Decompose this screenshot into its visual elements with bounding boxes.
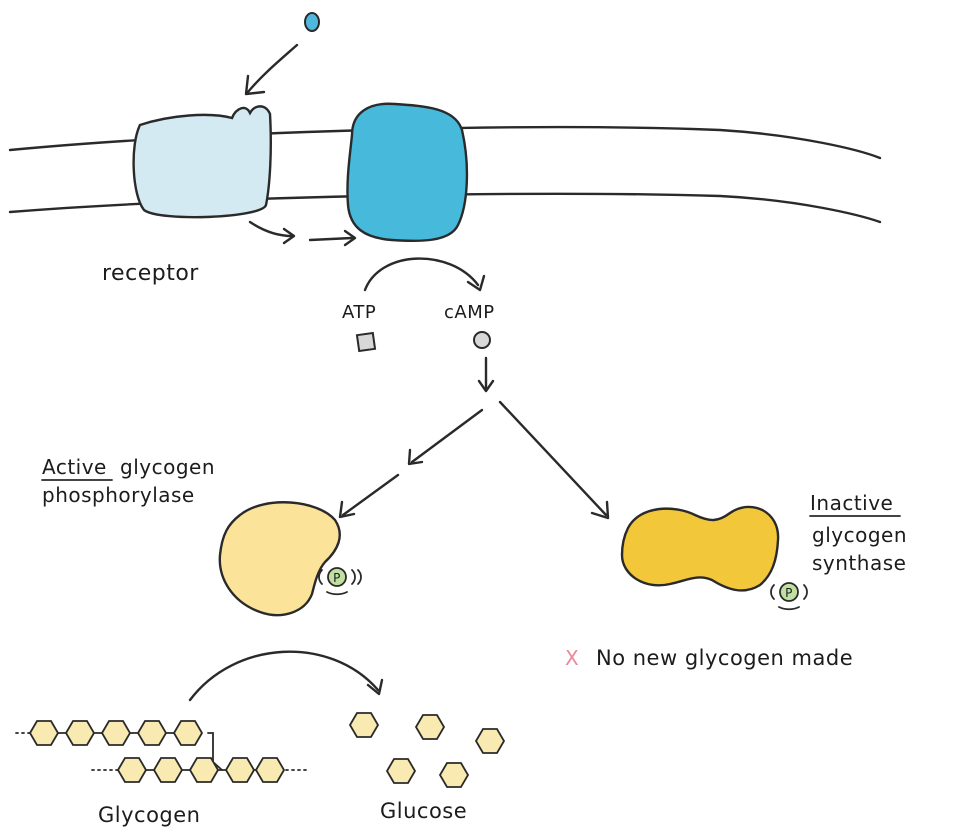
receptor-label: receptor [102,261,199,286]
branch-left-arrowhead-2 [338,500,356,519]
inactive-line2-label: glycogen [812,523,907,547]
glucose-hexagon [348,712,380,738]
cyclase-enzyme-shape [346,102,469,243]
glycogen-hexagon [28,720,60,746]
glycogen-hexagon [172,720,204,746]
glucose-hexagon [385,758,417,784]
glycogen-label: Glycogen [98,803,201,827]
svg-text:P: P [785,586,793,600]
glycogen-hexagon [100,720,132,746]
receptor-shape [132,105,272,219]
inactive-word-label: Inactive [810,491,893,515]
breakdown-curve-arrow [188,650,380,702]
glucose-hexagon [474,728,506,754]
glucose-hexagon [414,714,446,740]
phosphorylase-enzyme-shape [218,501,341,617]
cross-mark-icon: X [565,646,579,670]
inactive-line3-label: synthase [812,551,906,575]
synthase-enzyme-shape [620,505,780,592]
atp-square-icon [355,331,377,353]
breakdown-arrowhead [366,678,384,696]
glucose-molecules [348,712,506,788]
glycogen-hexagon [136,720,168,746]
branch-left-arrow-2 [341,473,400,517]
phosphate-right-icon: P [770,582,808,611]
activation-arrow-1 [248,220,294,238]
atp-label: ATP [342,302,376,323]
activation-arrow-2 [308,236,354,242]
no-new-glycogen-label: No new glycogen made [596,646,853,670]
glycogen-hexagon [64,720,96,746]
glycogen-hexagon [152,757,184,783]
ligand-dot [304,12,320,32]
conversion-arrowhead [466,274,486,292]
phosphate-left-icon: P [318,567,362,596]
branch-right-arrowhead [590,500,610,520]
glycogen-hexagon [188,757,220,783]
camp-circle-icon [473,331,491,349]
activation-arrow-2-head [343,229,357,247]
glucose-hexagon [438,762,470,788]
glycogen-chain [15,720,309,783]
branch-left-arrow-1 [410,408,484,464]
active-line2-label: phosphorylase [42,483,195,507]
branch-left-arrowhead-1 [407,448,424,466]
conversion-curve-arrow [363,257,480,292]
activation-arrow-1-head [282,227,296,245]
ligand-arrowhead [244,74,266,96]
active-word-label: Active [42,455,107,479]
active-rest-label: glycogen [120,455,215,479]
glycogen-hexagon [116,757,148,783]
glycogen-hexagon [254,757,286,783]
camp-down-arrowhead [477,379,495,393]
svg-text:P: P [333,571,341,585]
camp-label: cAMP [444,302,495,323]
ligand-arrow [246,43,299,94]
glycogen-hexagon [224,757,256,783]
branch-right-arrow [498,400,608,517]
glucose-label: Glucose [380,799,467,823]
